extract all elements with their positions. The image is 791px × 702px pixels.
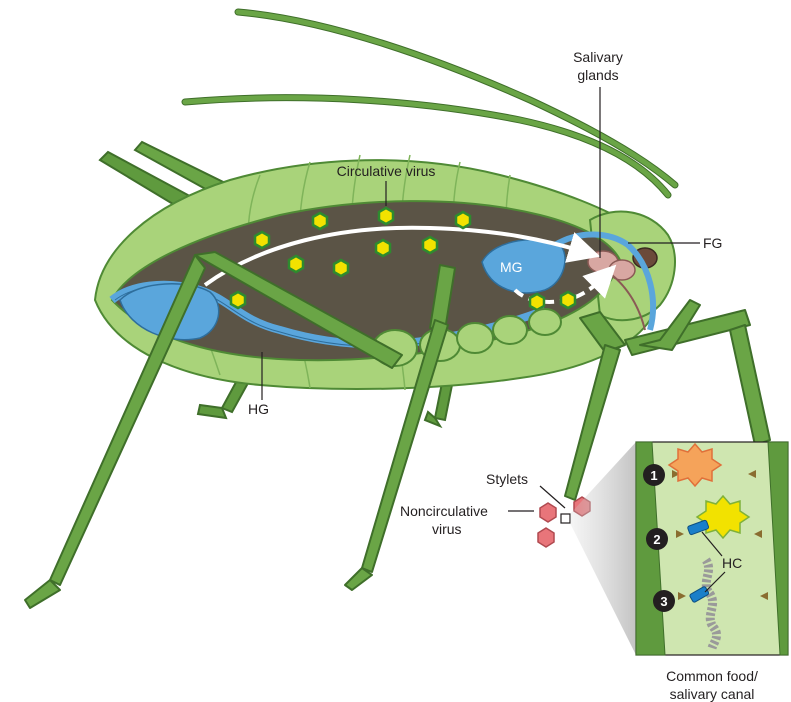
label-mg: MG — [500, 259, 523, 275]
label-noncirculative-2: virus — [432, 521, 462, 537]
inset-canal: 1 2 3 HC — [636, 442, 788, 655]
label-circulative-virus: Circulative virus — [337, 163, 436, 179]
label-noncirculative-1: Noncirculative — [400, 503, 488, 519]
svg-text:3: 3 — [660, 594, 667, 609]
circulative-virus-icon — [376, 240, 390, 256]
noncirculative-virus-icon — [538, 528, 554, 547]
stylet-zoom-box — [561, 514, 570, 523]
circulative-virus-icon — [313, 213, 327, 229]
circulative-virus-icon — [231, 292, 245, 308]
circulative-virus-icon — [255, 232, 269, 248]
circulative-virus-icon — [423, 237, 437, 253]
label-hc: HC — [722, 555, 742, 571]
label-hg: HG — [248, 401, 269, 417]
circulative-virus-icon — [334, 260, 348, 276]
svg-text:2: 2 — [653, 532, 660, 547]
label-fg: FG — [703, 235, 722, 251]
label-stylets: Stylets — [486, 471, 528, 487]
caption-line-1: Common food/ — [666, 668, 758, 684]
noncirculative-virus-icon — [540, 503, 556, 522]
circulative-virus-icon — [379, 208, 393, 224]
circulative-virus-icon — [456, 212, 470, 228]
caption-line-2: salivary canal — [670, 686, 755, 702]
label-salivary-glands-1: Salivary — [573, 49, 623, 65]
circulative-virus-icon — [289, 256, 303, 272]
label-salivary-glands-2: glands — [577, 67, 618, 83]
circulative-virus-icon — [561, 292, 575, 308]
svg-text:1: 1 — [650, 468, 657, 483]
circulative-virus-icon — [530, 294, 544, 310]
